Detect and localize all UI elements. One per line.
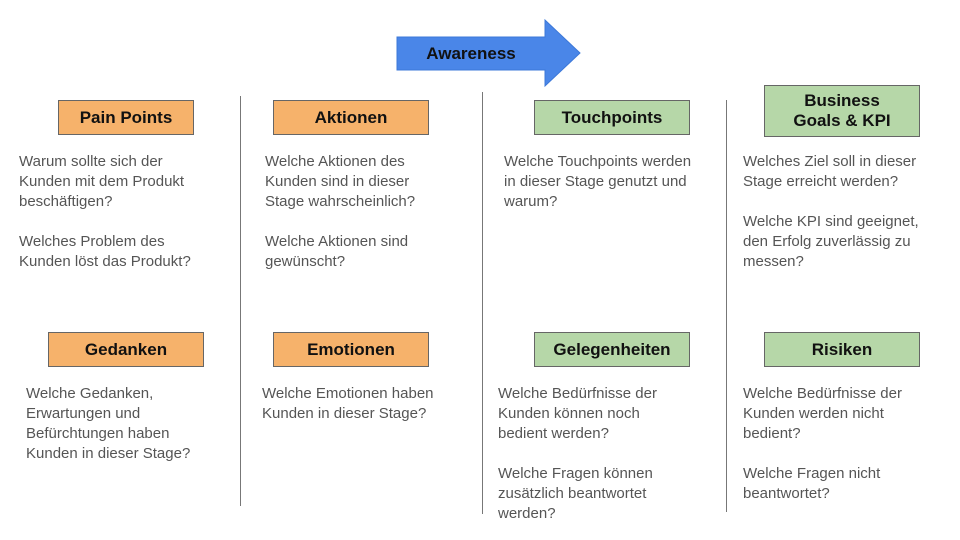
aktionen-text: Welche Aktionen des Kunden sind in diese… bbox=[265, 153, 416, 270]
stage-label: Awareness bbox=[426, 43, 516, 63]
risiken-header: Risiken bbox=[764, 332, 920, 367]
emotionen-header: Emotionen bbox=[273, 332, 429, 367]
column-divider bbox=[726, 100, 727, 512]
touchpoints-header: Touchpoints bbox=[534, 100, 690, 135]
column-divider bbox=[240, 96, 241, 506]
aktionen-header: Aktionen bbox=[273, 100, 429, 135]
touchpoints-text: Welche Touchpoints werden in dieser Stag… bbox=[504, 153, 692, 210]
pain-points-text: Warum sollte sich der Kunden mit dem Pro… bbox=[19, 153, 191, 270]
business-goals-header: Business Goals & KPI bbox=[764, 85, 920, 137]
gelegenheiten-text: Welche Bedürfnisse der Kunden können noc… bbox=[498, 385, 657, 522]
gelegenheiten-header: Gelegenheiten bbox=[534, 332, 690, 367]
column-divider bbox=[482, 92, 483, 514]
pain-points-header: Pain Points bbox=[58, 100, 194, 135]
gedanken-text: Welche Gedanken, Erwartungen und Befürch… bbox=[26, 385, 191, 462]
risiken-text: Welche Bedürfnisse der Kunden werden nic… bbox=[743, 385, 902, 502]
emotionen-text: Welche Emotionen haben Kunden in dieser … bbox=[262, 385, 434, 422]
gedanken-header: Gedanken bbox=[48, 332, 204, 367]
business-goals-text: Welches Ziel soll in dieser Stage erreic… bbox=[743, 153, 919, 270]
stage-arrow-icon bbox=[396, 18, 581, 88]
